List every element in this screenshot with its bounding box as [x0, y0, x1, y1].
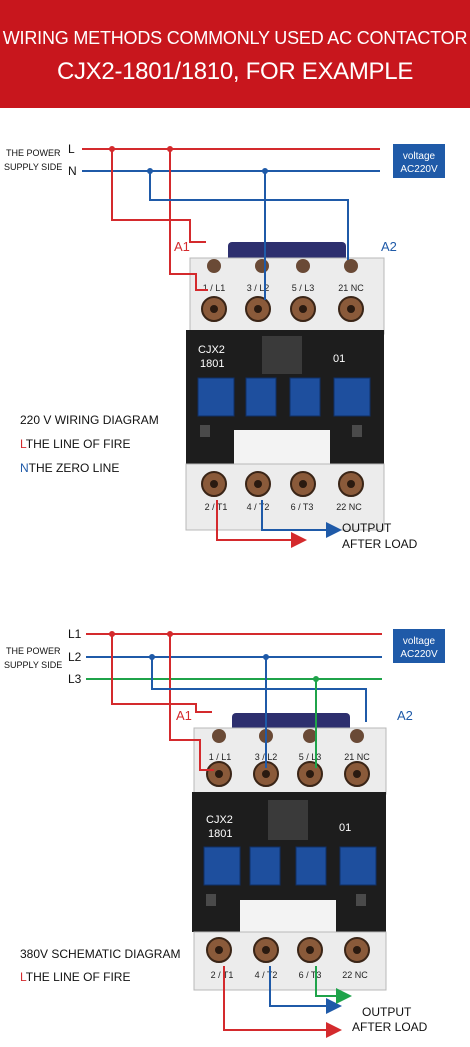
blue-button [333, 377, 371, 417]
terminal-label: 1 / L1 [209, 752, 232, 762]
voltage-value: AC220V [400, 164, 438, 175]
model-label: CJX2 [206, 814, 233, 826]
model-number: 1801 [200, 358, 224, 370]
power-label: THE POWER [6, 646, 61, 656]
voltage-badge [393, 144, 445, 178]
blue-button [295, 846, 327, 886]
legend-line-of-fire: LTHE LINE OF FIRE [20, 970, 130, 984]
legend-line-of-fire: LTHE LINE OF FIRE [20, 437, 130, 451]
terminal-label: 22 NC [336, 502, 362, 512]
coil-a2-label: A2 [397, 708, 413, 723]
line-label-l1: L1 [68, 627, 82, 641]
output-label: OUTPUT [342, 521, 392, 535]
coil-cap [228, 242, 346, 262]
model-label: CJX2 [198, 344, 225, 356]
blue-button [245, 377, 277, 417]
output-label: AFTER LOAD [342, 537, 418, 551]
terminal-label: 6 / T3 [299, 970, 322, 980]
power-label: SUPPLY SIDE [4, 162, 62, 172]
nameplate [234, 430, 330, 464]
line-label-l3: L3 [68, 672, 82, 686]
blue-button [339, 846, 377, 886]
terminal-label: 3 / L2 [247, 283, 270, 293]
terminal-label: 5 / L3 [292, 283, 315, 293]
legend-zero-line: NTHE ZERO LINE [20, 461, 119, 475]
wires-2 [86, 633, 382, 1038]
coil-a1-label: A1 [176, 708, 192, 723]
terminal-label: 5 / L3 [299, 752, 322, 762]
header-title: WIRING METHODS COMMONLY USED AC CONTACTO… [2, 28, 468, 48]
header-subtitle: CJX2-1801/1810, FOR EXAMPLE [56, 58, 414, 85]
header-banner: WIRING METHODS COMMONLY USED AC CONTACTO… [0, 0, 470, 108]
wires-1 [82, 148, 380, 548]
voltage-value: AC220V [400, 649, 438, 660]
diagram-380v: 1 / L1 3 / L2 5 / L3 21 NC 2 / T1 4 / T2… [4, 627, 445, 1038]
terminal-label: 1 / L1 [203, 283, 226, 293]
model-number: 1801 [208, 828, 232, 840]
coil-a2-label: A2 [381, 239, 397, 254]
terminal-label: 4 / T2 [255, 970, 278, 980]
blue-button [289, 377, 321, 417]
contactor-2: 1 / L1 3 / L2 5 / L3 21 NC 2 / T1 4 / T2… [192, 713, 387, 991]
terminal-label: 2 / T1 [211, 970, 234, 980]
coil-a1-label: A1 [174, 239, 190, 254]
blue-button [197, 377, 235, 417]
output-label: OUTPUT [362, 1005, 412, 1019]
output-label: AFTER LOAD [352, 1020, 428, 1034]
terminal-label: 21 NC [344, 752, 370, 762]
terminal-label: 22 NC [342, 970, 368, 980]
voltage-badge [393, 629, 445, 663]
wire-nodes-2 [109, 631, 319, 682]
power-label: THE POWER [6, 148, 61, 158]
terminal-label: 21 NC [338, 283, 364, 293]
blue-button [249, 846, 281, 886]
diagram-220v: 1 / L1 3 / L2 5 / L3 21 NC 2 / T1 4 / T2… [4, 142, 445, 551]
power-label: SUPPLY SIDE [4, 660, 62, 670]
voltage-label: voltage [403, 151, 436, 162]
aux-label: 01 [339, 822, 351, 834]
terminal-label: 4 / T2 [247, 502, 270, 512]
contactor-1: 1 / L1 3 / L2 5 / L3 21 NC 2 / T1 4 / T2… [185, 242, 385, 531]
line-label-n: N [68, 164, 77, 178]
diagram-caption: 380V SCHEMATIC DIAGRAM [20, 947, 180, 961]
blue-button [203, 846, 241, 886]
terminal-label: 6 / T3 [291, 502, 314, 512]
wire-nodes-1 [109, 146, 268, 174]
top-screws [206, 729, 370, 787]
aux-label: 01 [333, 353, 345, 365]
top-screws [201, 259, 364, 322]
bottom-screws [201, 471, 364, 497]
diagram-caption: 220 V WIRING DIAGRAM [20, 413, 159, 427]
bottom-screws [206, 937, 370, 963]
line-label-l2: L2 [68, 650, 82, 664]
nameplate [240, 900, 336, 932]
voltage-label: voltage [403, 636, 436, 647]
line-label-l: L [68, 142, 75, 156]
